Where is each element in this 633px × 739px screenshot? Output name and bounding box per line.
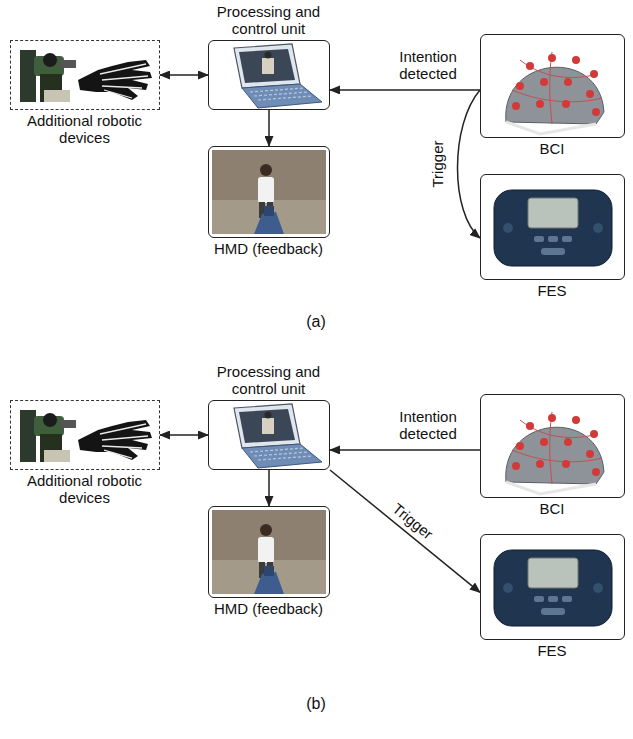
edge-label: Trigger xyxy=(388,498,438,543)
node-label: FES xyxy=(482,282,622,299)
robotic-devices-box: Additional robotic devices xyxy=(10,400,160,470)
connector-arrow xyxy=(330,89,480,91)
edge-label: Intention detected xyxy=(379,48,478,82)
connector-arrow xyxy=(268,470,270,506)
node-label: HMD (feedback) xyxy=(189,600,349,617)
bci-box: BCI xyxy=(480,34,625,138)
node-label: BCI xyxy=(482,140,622,157)
processing-unit-box: Processing and control unit xyxy=(208,40,330,110)
bci-box: BCI xyxy=(480,394,625,498)
node-label: FES xyxy=(482,642,622,659)
processing-unit-box: Processing and control unit xyxy=(208,400,330,470)
connector-arrow xyxy=(330,449,480,451)
node-label: Additional robotic devices xyxy=(15,472,155,506)
connector-arrow xyxy=(458,90,481,238)
panel-label: (b) xyxy=(306,695,326,713)
node-label: Processing and control unit xyxy=(194,363,344,397)
edge-label: Trigger xyxy=(429,139,446,190)
node-label: Processing and control unit xyxy=(194,3,344,37)
hmd-box: HMD (feedback) xyxy=(208,146,330,238)
panel-b-art xyxy=(14,404,612,626)
edge-label: Intention detected xyxy=(379,408,478,442)
connector-arrow xyxy=(268,110,270,146)
node-label: HMD (feedback) xyxy=(189,240,349,257)
fes-box: FES xyxy=(480,174,625,280)
fes-box: FES xyxy=(480,534,625,640)
hmd-box: HMD (feedback) xyxy=(208,506,330,598)
connector-arrow xyxy=(160,74,208,76)
node-label: Additional robotic devices xyxy=(15,112,155,146)
connector-arrow xyxy=(330,470,480,592)
node-label: BCI xyxy=(482,500,622,517)
panel-a-art xyxy=(14,44,612,266)
panel-label: (a) xyxy=(306,313,326,331)
connector-arrow xyxy=(160,434,208,436)
robotic-devices-box: Additional robotic devices xyxy=(10,40,160,110)
